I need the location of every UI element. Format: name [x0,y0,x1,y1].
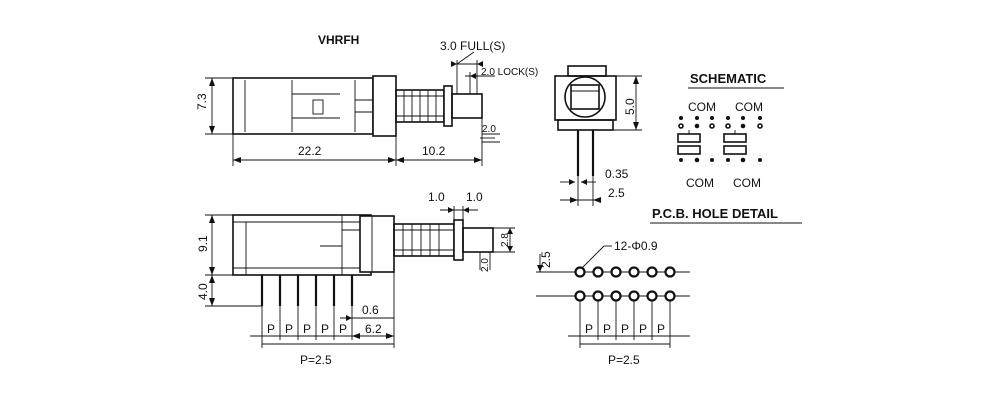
top-view-title: VHRFH [318,33,359,47]
side-pitch-5: P [339,322,347,336]
side-view: 9.1 4.0 1.0 1.0 2.8 2.0 0.6 6.2 [196,190,515,367]
side-pitch-dims: P P P P P P=2.5 [250,306,395,367]
side-body [232,214,372,276]
side-dim-c-label: 2.8 [500,233,511,247]
side-pins [260,275,354,306]
side-dim-b-label: 1.0 [466,190,483,204]
schematic-contacts-left [677,116,715,163]
pin-offset-label: 0.6 [362,303,379,317]
end-view-body [554,75,617,121]
side-dim-d-label: 2.0 [480,258,491,272]
front-flange [372,75,397,137]
row-pitch-label: 2.5 [539,251,553,268]
side-height-lower-label: 4.0 [196,283,210,300]
schematic-title: SCHEMATIC [690,71,767,86]
switch-body [232,77,374,135]
side-pitch-1: P [267,322,275,336]
schematic-com-bottom-2: COM [733,176,761,190]
pin-end-label: 6.2 [365,322,382,336]
pcb-hole-detail: P.C.B. HOLE DETAIL 12-Φ0.9 2.5 [536,206,802,367]
side-pitch-3: P [303,322,311,336]
schematic-com-bottom-1: COM [686,176,714,190]
pcb-holes [574,266,676,302]
side-height-upper-label: 9.1 [196,235,210,252]
side-dim-a-label: 1.0 [428,190,445,204]
top-view: VHRFH 7.3 [195,33,538,166]
end-height-label: 5.0 [623,98,637,115]
schematic-com-top-2: COM [735,100,763,114]
side-pitch-2: P [285,322,293,336]
schematic-contacts-right [723,116,763,163]
pin-width-label: 0.35 [605,167,629,181]
pcb-pitch-total: P=2.5 [608,353,640,367]
pcb-pitch-dims: P P P P P P=2.5 [568,300,690,367]
schematic-com-top-1: COM [688,100,716,114]
pcb-pitch-2: P [603,322,611,336]
end-view-plunger [564,76,606,118]
pin-gap-label: 2.5 [608,186,625,200]
plunger-length-label: 10.2 [422,144,446,158]
pcb-pitch-1: P [585,322,593,336]
pcb-pitch-5: P [657,322,665,336]
side-pitch-total: P=2.5 [300,353,332,367]
plunger-tip [451,93,483,119]
pcb-pitch-3: P [621,322,629,336]
pcb-pitch-4: P [639,322,647,336]
side-flange [359,215,395,273]
schematic: SCHEMATIC COM COM COM COM [677,71,784,190]
hole-spec-label: 12-Φ0.9 [614,239,658,253]
top-height-label: 7.3 [195,93,209,110]
stroke-dim-label: 2.0 [482,124,496,135]
end-view: 5.0 0.35 2.5 [554,65,642,206]
side-plunger-tip [462,227,494,253]
full-stroke-label: 3.0 FULL(S) [440,39,505,53]
body-length-label: 22.2 [298,144,322,158]
side-pitch-4: P [321,322,329,336]
pcb-title: P.C.B. HOLE DETAIL [652,206,778,221]
lock-stroke-label: 2.0 LOCK(S) [481,67,538,78]
